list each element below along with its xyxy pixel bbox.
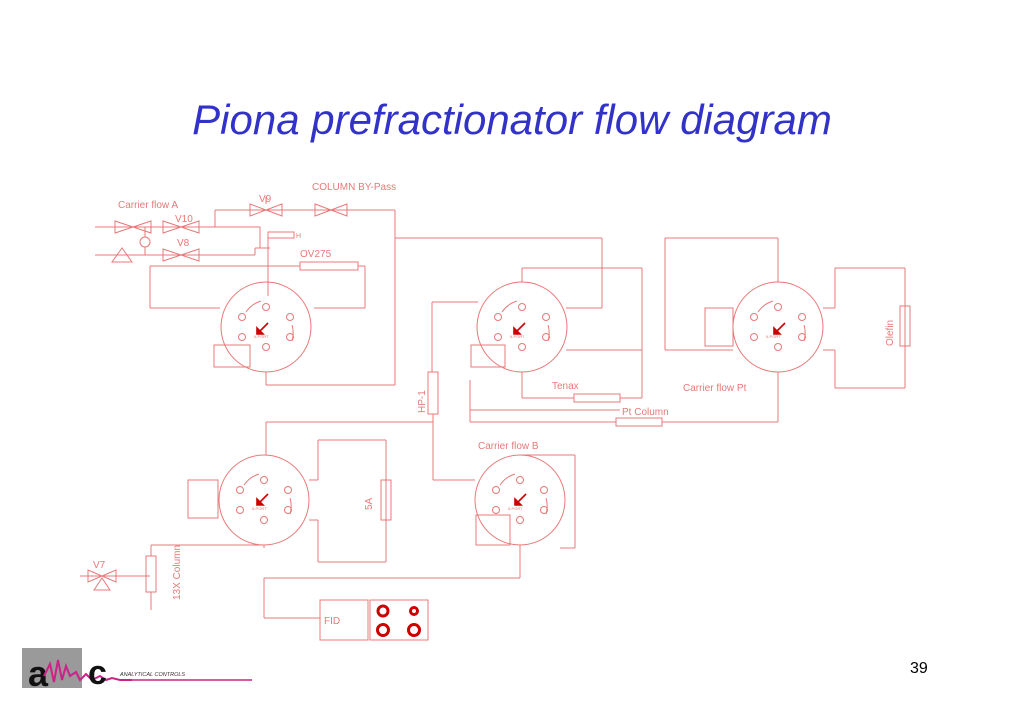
valve-1-label: 6-PORT [254, 334, 269, 339]
label-v10: V10 [175, 214, 193, 225]
valve-1-arrow-icon [256, 322, 269, 335]
label-tenax: Tenax [552, 381, 579, 392]
label-pt-column: Pt Column [622, 407, 669, 418]
label-13x-column: 13X Column [172, 545, 183, 600]
valve-2-arrow-icon [513, 322, 526, 335]
label-fid: FID [324, 616, 340, 627]
label-v9: V9 [259, 194, 272, 205]
valve-2-label: 6-PORT [510, 334, 525, 339]
fid-detector-icon [376, 604, 421, 637]
svg-text:c: c [88, 654, 107, 691]
label-column-bypass: COLUMN BY-Pass [312, 182, 396, 193]
label-olefin: Olefin [885, 320, 896, 346]
valve-5-label: 6-PORT [508, 506, 523, 511]
label-h: H [296, 233, 301, 240]
slide-number: 39 [910, 660, 928, 677]
valve-4-arrow-icon [256, 493, 269, 506]
valve-5-arrow-icon [514, 493, 527, 506]
slide-title: Piona prefractionator flow diagram [192, 96, 832, 143]
label-carrier-flow-pt: Carrier flow Pt [683, 383, 747, 394]
label-carrier-flow-a: Carrier flow A [118, 200, 178, 211]
valve-4-label: 6-PORT [252, 506, 267, 511]
logo-text: ANALYTICAL CONTROLS [119, 672, 185, 678]
analytical-controls-logo: a c ANALYTICAL CONTROLS [22, 648, 252, 691]
label-v8: V8 [177, 238, 190, 249]
svg-text:a: a [28, 653, 49, 691]
valve-3-label: 6-PORT [766, 334, 781, 339]
label-carrier-flow-b: Carrier flow B [478, 441, 539, 452]
label-5a: 5A [364, 497, 375, 510]
label-v7: V7 [93, 560, 106, 571]
label-ov275: OV275 [300, 249, 332, 260]
label-hp1: HP-1 [417, 390, 428, 413]
valve-3-arrow-icon [773, 322, 786, 335]
